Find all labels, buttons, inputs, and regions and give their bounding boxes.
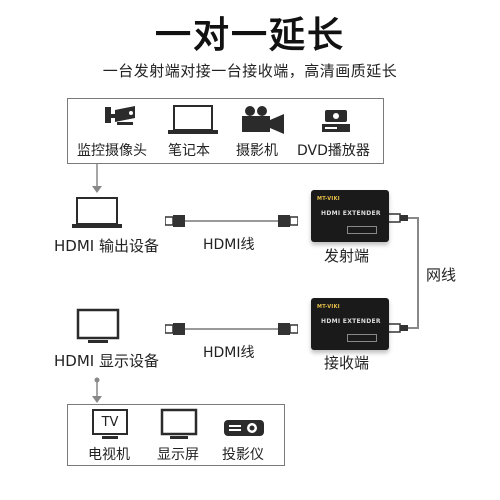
source-label-cctv: 监控摄像头 — [77, 143, 147, 159]
source-label-dvd: DVD播放器 — [297, 143, 370, 159]
page-title: 一对一延长 — [154, 15, 345, 56]
output-label-monitor: 显示屏 — [157, 447, 199, 463]
receiver-label: 接收端 — [324, 354, 370, 372]
rj45-plug-bottom — [388, 323, 408, 333]
transmitter-label: 发射端 — [324, 247, 370, 265]
hdmi-plug-left-bottom — [165, 323, 185, 335]
tv-icon: TV — [92, 409, 128, 435]
transmitter-device: MT-VIKI HDMI EXTENDER — [311, 190, 389, 242]
tv-stand — [102, 436, 118, 439]
output-label-tv: 电视机 — [88, 447, 130, 463]
hdmi-plug-right-bottom — [278, 323, 298, 335]
cctv-camera-icon — [105, 106, 135, 125]
laptop-icon — [168, 105, 218, 134]
output-label-projector: 投影仪 — [222, 447, 264, 463]
transmitter-brand: MT-VIKI — [317, 196, 340, 202]
page-subtitle: 一台发射端对接一台接收端，高清画质延长 — [102, 62, 398, 80]
top-cable-label: HDMI线 — [203, 237, 255, 253]
tv-icon-text: TV — [101, 415, 119, 430]
source-label-laptop: 笔记本 — [168, 143, 210, 159]
input-device-label: HDMI 输出设备 — [54, 237, 159, 255]
source-label-camcorder: 摄影机 — [236, 143, 278, 159]
projector-icon — [224, 420, 264, 436]
rj45-plug-top — [388, 213, 408, 223]
receiver-device-text: HDMI EXTENDER — [321, 318, 381, 325]
bottom-cable-label: HDMI线 — [203, 345, 255, 361]
network-cable-label: 网线 — [426, 266, 457, 284]
transmitter-device-text: HDMI EXTENDER — [321, 210, 381, 217]
hdmi-display-monitor-icon — [76, 308, 120, 343]
hdmi-plug-left-top — [165, 215, 185, 227]
hdmi-output-laptop-icon — [72, 197, 122, 228]
video-camera-icon — [242, 106, 284, 134]
dvd-player-icon — [322, 110, 350, 132]
receiver-brand: MT-VIKI — [317, 304, 340, 310]
receiver-device: MT-VIKI HDMI EXTENDER — [311, 298, 389, 350]
display-device-label: HDMI 显示设备 — [54, 352, 159, 370]
hdmi-plug-right-top — [278, 215, 298, 227]
output-monitor-icon — [160, 408, 198, 439]
